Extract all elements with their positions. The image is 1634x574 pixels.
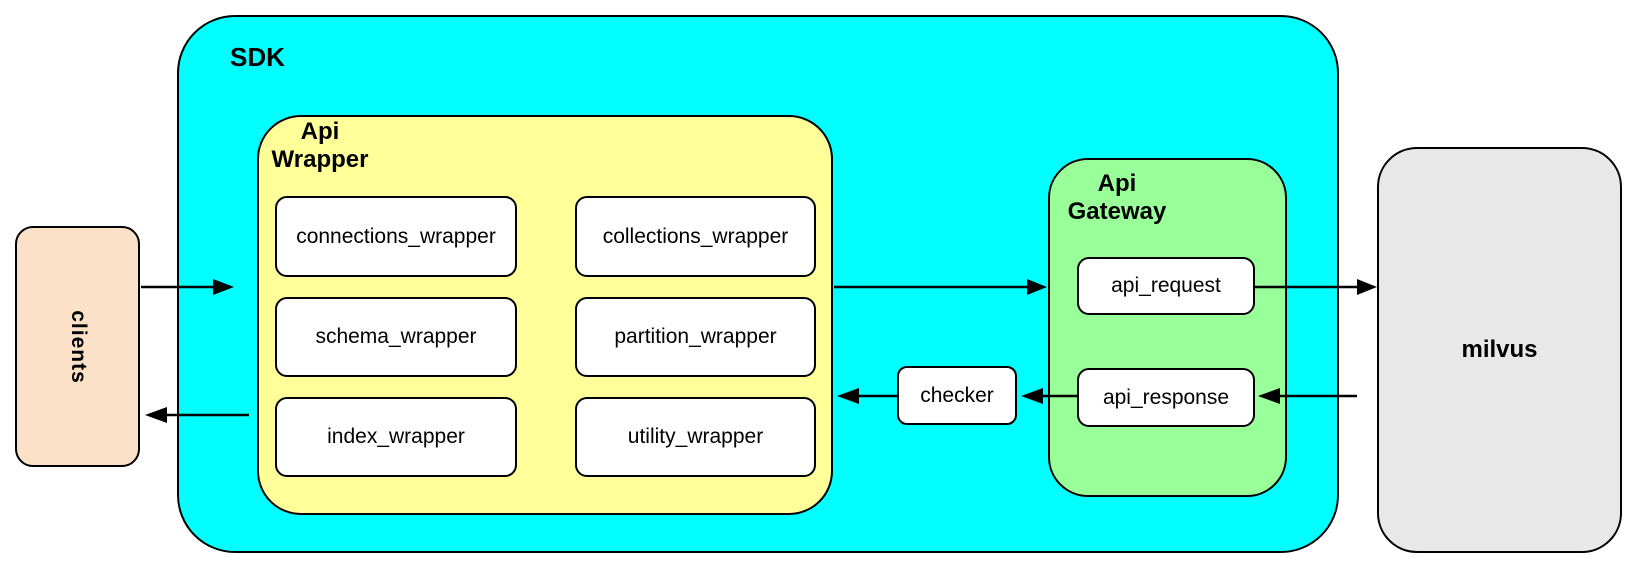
node-index-wrapper: index_wrapper — [275, 397, 517, 477]
sdk-label: SDK — [230, 42, 285, 72]
node-label: schema_wrapper — [315, 325, 477, 348]
node-label: checker — [920, 383, 994, 407]
node-label: partition_wrapper — [614, 325, 777, 348]
clients-label: clients — [66, 309, 90, 384]
node-collections-wrapper: collections_wrapper — [575, 196, 816, 277]
node-label: api_response — [1102, 385, 1230, 409]
api-gateway-label-line1: Api — [1097, 170, 1137, 197]
clients-node: clients — [15, 226, 140, 467]
node-label: index_wrapper — [327, 425, 465, 448]
node-schema-wrapper: schema_wrapper — [275, 297, 517, 377]
node-connections-wrapper: connections_wrapper — [275, 196, 517, 277]
node-checker: checker — [897, 366, 1017, 425]
node-label: utility_wrapper — [627, 425, 764, 448]
node-utility-wrapper: utility_wrapper — [575, 397, 816, 477]
node-partition-wrapper: partition_wrapper — [575, 297, 816, 377]
milvus-container: milvus — [1377, 147, 1622, 553]
api-gateway-label: Api Gateway — [1058, 170, 1176, 226]
api-wrapper-label: Api Wrapper — [260, 118, 380, 174]
node-label: connections_wrapper — [296, 224, 496, 248]
milvus-label: milvus — [1461, 336, 1538, 363]
node-label: collections_wrapper — [602, 224, 789, 248]
api-gateway-label-line2: Gateway — [1067, 198, 1167, 225]
api-wrapper-label-line2: Wrapper — [271, 146, 369, 173]
api-wrapper-label-line1: Api — [300, 118, 340, 145]
node-label: api_request — [1111, 274, 1221, 297]
node-api-response: api_response — [1077, 368, 1255, 427]
api-gateway-container — [1048, 158, 1287, 497]
node-api-request: api_request — [1077, 257, 1255, 315]
